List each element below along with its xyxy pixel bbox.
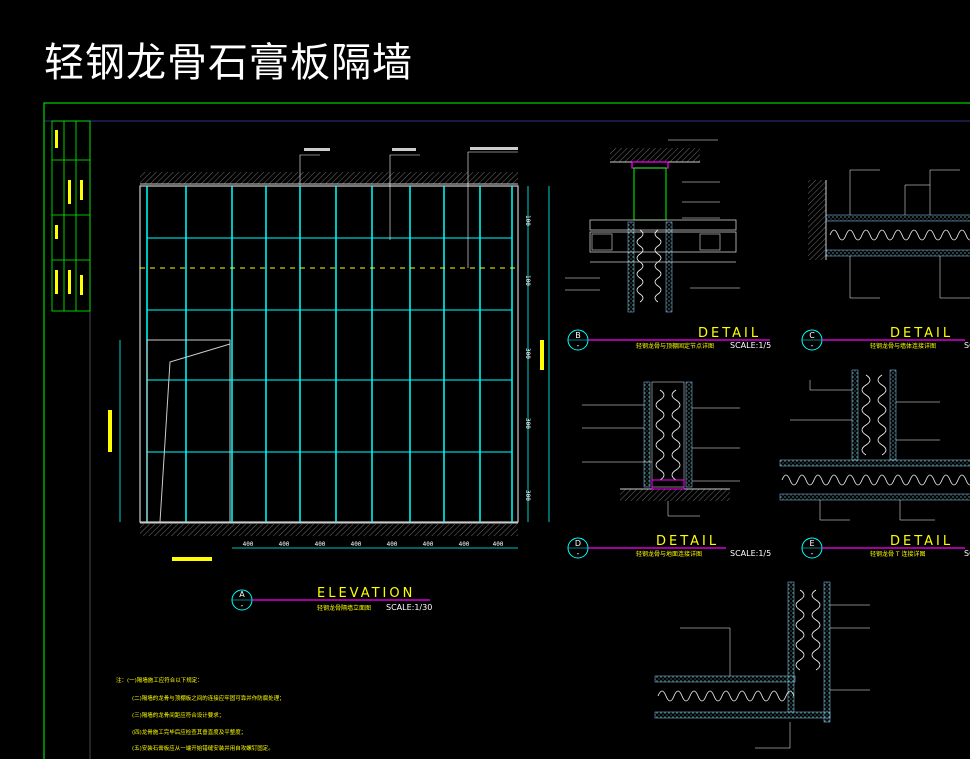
elevation-scale: SCALE:1/30 [386,603,432,612]
dimension-label: 300 [524,348,531,359]
drawing-frame [43,102,970,759]
detail-marker-sub: - [577,341,580,350]
detail-subtitle: 轻钢龙骨与墙体连接详图 [870,342,936,350]
dimension-label: 400 [315,541,326,548]
detail-c-drawing [808,169,970,299]
detail-subtitle: 轻钢龙骨 T 连接详图 [870,550,925,558]
dimension-label: 400 [459,541,470,548]
detail-marker: C [809,331,815,340]
detail-title: DETAIL [656,534,719,549]
dimension-label: 100 [524,275,531,286]
dimension-label: 400 [243,541,254,548]
detail-scale: SCALE:1/5 [730,341,771,350]
detail-b-drawing [565,139,740,313]
detail-scale: SCALE:1/5 [964,549,970,558]
elevation-title: ELEVATION [317,586,415,601]
note-line: (五)安装石膏板应从一端开始错缝安装并用自攻螺钉固定。 [132,744,274,752]
detail-subtitle: 轻钢龙骨与顶棚固定节点详图 [636,342,714,350]
dimension-label: 400 [423,541,434,548]
corner-detail-drawing [654,581,870,749]
dimension-label: 300 [524,490,531,501]
detail-marker-sub: - [811,341,814,350]
dimension-label: 400 [387,541,398,548]
detail-marker: E [809,539,814,548]
detail-d-drawing [582,381,740,517]
detail-subtitle: 轻钢龙骨与地面连接详图 [636,550,702,558]
detail-marker-sub: - [577,549,580,558]
dimension-label: 400 [493,541,504,548]
elevation-marker-sub: - [241,601,244,610]
detail-marker: D [575,539,581,548]
dimension-label: 300 [524,418,531,429]
detail-marker: B [575,331,581,340]
title-block-table [51,120,91,312]
drawing-title: 轻钢龙骨石膏板隔墙 [44,40,413,86]
title-block-text [55,130,83,295]
elevation-label: A - ELEVATION 轻钢龙骨隔墙立面图 SCALE:1/30 [231,586,432,612]
detail-title: DETAIL [890,326,953,341]
note-line: (四)龙骨施工完毕后应检查其垂直度及平整度； [132,728,246,736]
detail-title: DETAIL [890,534,953,549]
detail-scale: SCALE:1/5 [964,341,970,350]
dimension-label: 100 [524,215,531,226]
detail-marker-sub: - [811,549,814,558]
detail-scale: SCALE:1/5 [730,549,771,558]
detail-title: DETAIL [698,326,761,341]
elevation-view: 100 100 300 300 300 400 400 400 400 400 400 400 400 [108,147,550,561]
note-line: (二)隔墙的龙骨与顶棚板之间的连接应牢固可靠并作防腐处理； [132,694,285,702]
detail-e-drawing [779,369,970,521]
notes-block: 注：(一)隔墙施工应符合以下规定： (二)隔墙的龙骨与顶棚板之间的连接应牢固可靠并… [116,676,285,752]
elevation-marker: A [239,590,245,599]
dimension-label: 400 [351,541,362,548]
note-line: (三)隔墙的龙骨间距应符合设计要求； [132,711,224,719]
dimension-label: 400 [279,541,290,548]
elevation-subtitle: 轻钢龙骨隔墙立面图 [317,604,371,612]
note-line: 注：(一)隔墙施工应符合以下规定： [116,676,203,684]
